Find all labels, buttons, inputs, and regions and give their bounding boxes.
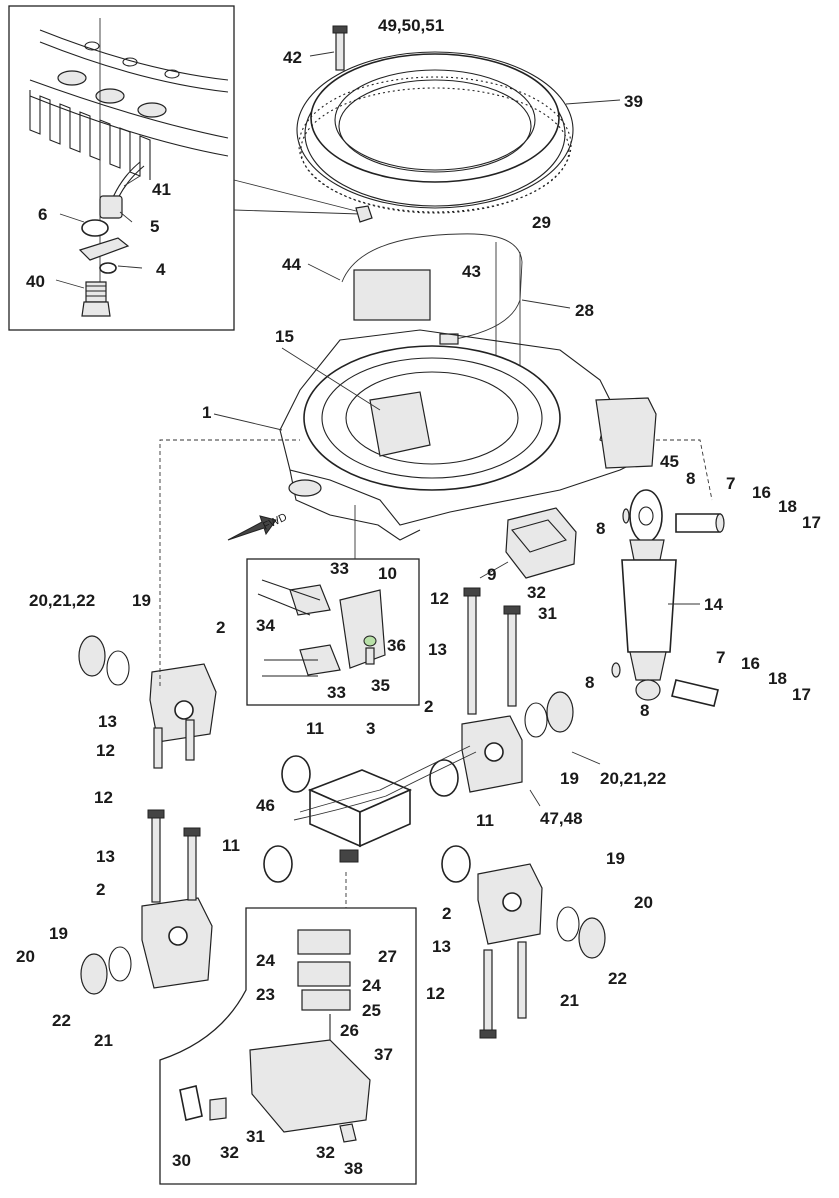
callout-37: 37 [374, 1045, 393, 1064]
callout-7-upper: 7 [726, 474, 735, 493]
callout-17-lower: 17 [792, 685, 811, 704]
callout-8-upper: 8 [686, 469, 695, 488]
callout-47-48: 47,48 [540, 809, 583, 828]
callout-32-upper: 32 [527, 583, 546, 602]
callout-2-lower-right: 2 [442, 904, 451, 923]
fwd-label: FWD [261, 511, 289, 532]
callout-12-lower-left: 12 [94, 788, 113, 807]
callout-9: 9 [487, 565, 496, 584]
callout-35: 35 [371, 676, 390, 695]
callout-11-right: 11 [476, 811, 494, 830]
callout-2-center: 2 [424, 697, 433, 716]
callout-16-lower: 16 [741, 654, 760, 673]
callout-3: 3 [366, 719, 375, 738]
callout-20-21-22-right: 20,21,22 [600, 769, 666, 788]
callout-36: 36 [387, 636, 406, 655]
callout-2-left: 2 [216, 618, 225, 637]
callout-23: 23 [256, 985, 275, 1004]
callout-42: 42 [283, 48, 302, 67]
callout-13-left: 13 [98, 712, 117, 731]
callout-12-lower-right: 12 [426, 984, 445, 1003]
callout-12-upper: 12 [430, 589, 449, 608]
callout-11-left: 11 [222, 836, 240, 855]
detail-inset-switch [159, 907, 417, 1185]
callout-43: 43 [462, 262, 481, 281]
callout-13-lower-right: 13 [432, 937, 451, 956]
callout-24-lower: 24 [362, 976, 381, 995]
callout-16-upper: 16 [752, 483, 771, 502]
cross-joint [263, 755, 471, 883]
callout-31-upper: 31 [538, 604, 557, 623]
callout-20-21-22-left: 20,21,22 [29, 591, 95, 610]
callout-18-lower: 18 [768, 669, 787, 688]
callout-4: 4 [156, 260, 166, 279]
callout-2-lower-left: 2 [96, 880, 105, 899]
callout-32-lower-right: 32 [316, 1143, 335, 1162]
callout-19-left: 19 [132, 591, 151, 610]
callout-26: 26 [340, 1021, 359, 1040]
callout-25: 25 [362, 1001, 381, 1020]
callout-38: 38 [344, 1159, 363, 1178]
callout-11-top: 11 [306, 719, 324, 738]
callout-18-upper: 18 [778, 497, 797, 516]
callout-5: 5 [150, 217, 159, 236]
callout-21-right: 21 [560, 991, 579, 1010]
callout-33-upper: 33 [330, 559, 349, 578]
callout-30: 30 [172, 1151, 191, 1170]
callout-22-left: 22 [52, 1011, 71, 1030]
callout-8-lower: 8 [585, 673, 594, 692]
bracket-2-left [149, 663, 217, 769]
callout-10: 10 [378, 564, 397, 583]
callout-44: 44 [282, 255, 301, 274]
callout-46: 46 [256, 796, 275, 815]
callout-8-bottom: 8 [640, 701, 649, 720]
callout-12-left: 12 [96, 741, 115, 760]
detail-inset-sensors [246, 558, 420, 706]
callout-24-upper: 24 [256, 951, 275, 970]
slewing-ring [296, 51, 574, 214]
callout-31-lower: 31 [246, 1127, 265, 1146]
leader-lines [55, 51, 700, 807]
bolt-42 [332, 25, 348, 71]
callout-45: 45 [660, 452, 679, 471]
callout-32-lower-left: 32 [220, 1143, 239, 1162]
callout-7-lower: 7 [716, 648, 725, 667]
callout-49-50-51: 49,50,51 [378, 16, 444, 35]
callout-13-upper: 13 [428, 640, 447, 659]
callout-17-upper: 17 [802, 513, 821, 532]
callout-8-left: 8 [596, 519, 605, 538]
callout-1: 1 [202, 403, 211, 422]
bracket-2-lower-left [141, 809, 213, 989]
callout-19-right: 19 [560, 769, 579, 788]
callout-20-lower-right: 20 [634, 893, 653, 912]
bracket-2-lower-right [477, 863, 543, 1039]
callout-41: 41 [152, 180, 171, 199]
callout-21-left: 21 [94, 1031, 113, 1050]
callout-40: 40 [26, 272, 45, 291]
callout-22-right: 22 [608, 969, 627, 988]
cylinder [611, 489, 725, 707]
callout-27: 27 [378, 947, 397, 966]
detail-inset-bearing [8, 5, 235, 331]
callout-20-lower-left: 20 [16, 947, 35, 966]
callout-6: 6 [38, 205, 47, 224]
callout-28: 28 [575, 301, 594, 320]
spacer-box [505, 507, 577, 579]
callout-labels: 42 49,50,51 39 41 6 5 4 40 29 44 43 28 1… [16, 16, 821, 1178]
callout-14: 14 [704, 595, 723, 614]
callout-29: 29 [532, 213, 551, 232]
callout-19-lower-left: 19 [49, 924, 68, 943]
callout-19-lower-right: 19 [606, 849, 625, 868]
callout-13-lower-left: 13 [96, 847, 115, 866]
main-frame [227, 269, 657, 541]
callout-34: 34 [256, 616, 275, 635]
callout-39: 39 [624, 92, 643, 111]
bracket-2-right-upper [461, 587, 523, 793]
callout-15: 15 [275, 327, 294, 346]
callout-33-lower: 33 [327, 683, 346, 702]
